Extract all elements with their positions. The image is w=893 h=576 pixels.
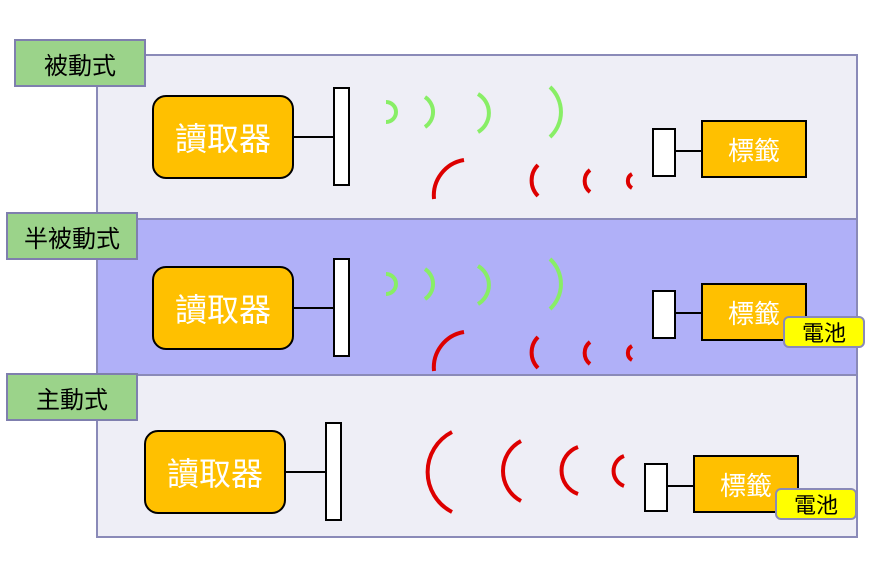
passive-mode-tag: 被動式 [14, 39, 146, 87]
semi-passive-reader-link [294, 307, 334, 309]
semi-passive-mode-tag: 半被動式 [6, 212, 138, 260]
passive-reader-link [294, 136, 334, 138]
active-reader-link [286, 471, 326, 473]
passive-reader: 讀取器 [152, 95, 294, 179]
semi-passive-reader: 讀取器 [152, 266, 294, 350]
active-mode-tag: 主動式 [6, 373, 138, 421]
passive-tag-antenna [652, 128, 676, 177]
active-reader: 讀取器 [144, 430, 286, 514]
semi-passive-tag-antenna [652, 290, 676, 339]
semi-passive-tag-link [676, 312, 701, 314]
semi-passive-battery: 電池 [783, 316, 865, 348]
semi-passive-reader-antenna [333, 258, 350, 357]
semi-passive-tag: 標籤 [701, 283, 807, 341]
active-tag-antenna [644, 463, 668, 512]
active-reader-antenna [325, 422, 342, 521]
active-battery: 電池 [775, 488, 857, 520]
passive-tag: 標籤 [701, 120, 807, 178]
passive-tag-link [676, 150, 701, 152]
passive-reader-antenna [333, 87, 350, 186]
active-tag-link [668, 485, 693, 487]
